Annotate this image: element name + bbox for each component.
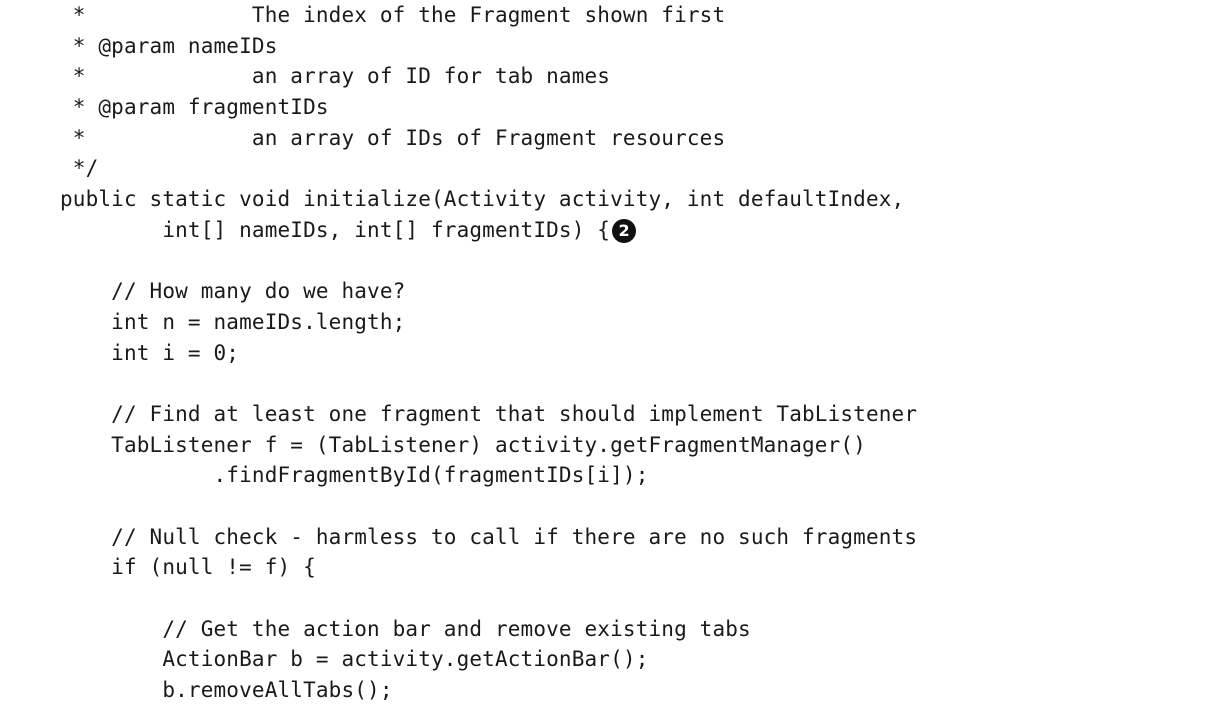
code-line xyxy=(60,583,917,614)
code-listing: * The index of the Fragment shown first … xyxy=(60,0,917,706)
callout-marker: 2 xyxy=(612,218,637,243)
code-line: TabListener f = (TabListener) activity.g… xyxy=(60,432,866,457)
code-line: * @param fragmentIDs xyxy=(60,95,329,120)
code-line: // Null check - harmless to call if ther… xyxy=(60,524,918,549)
code-line: * @param nameIDs xyxy=(60,33,278,58)
code-line: */ xyxy=(60,156,99,181)
code-line: * an array of ID for tab names xyxy=(60,64,611,89)
code-line: // Get the action bar and remove existin… xyxy=(60,616,751,641)
code-line: // Find at least one fragment that shoul… xyxy=(60,401,918,426)
code-line: .findFragmentById(fragmentIDs[i]); xyxy=(60,463,649,488)
code-line-with-callout: int[] nameIDs, int[] fragmentIDs) {2 xyxy=(60,215,917,246)
code-line: if (null != f) { xyxy=(60,555,316,580)
code-line: * The index of the Fragment shown first xyxy=(60,3,726,27)
code-line: public static void initialize(Activity a… xyxy=(60,187,905,212)
code-line-text: int[] nameIDs, int[] fragmentIDs) { xyxy=(60,217,611,242)
code-line xyxy=(60,246,917,277)
code-line: ActionBar b = activity.getActionBar(); xyxy=(60,647,649,672)
code-line: // How many do we have? xyxy=(60,279,406,304)
code-line: int n = nameIDs.length; xyxy=(60,309,406,334)
code-line xyxy=(60,368,917,399)
code-line: * an array of IDs of Fragment resources xyxy=(60,125,726,150)
code-line xyxy=(60,491,917,522)
code-line: int i = 0; xyxy=(60,340,240,365)
code-line: b.removeAllTabs(); xyxy=(60,678,393,703)
